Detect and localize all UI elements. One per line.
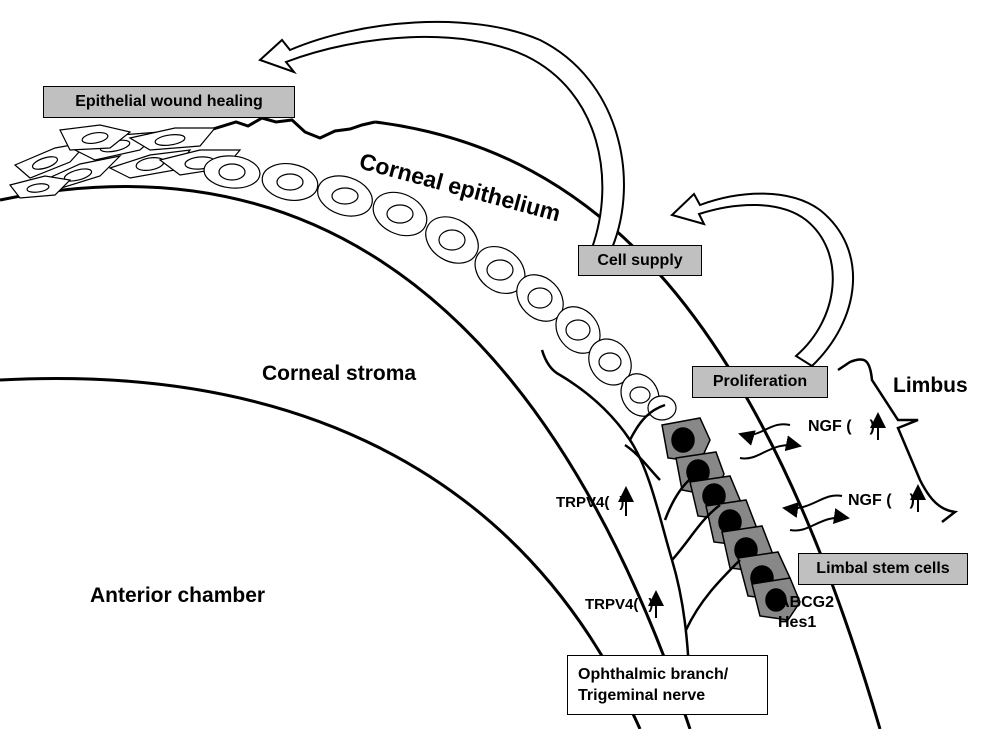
limbal-stem-cell-cluster <box>662 418 800 620</box>
ngf-label-2-text: NGF ( <box>848 492 892 509</box>
trpv4-label-1: TRPV4() <box>556 494 624 511</box>
proliferation-box: Proliferation <box>692 366 828 398</box>
limbus-label: Limbus <box>893 374 968 397</box>
ngf-label-1-close: ) <box>870 418 875 435</box>
trpv4-label-1-close: ) <box>619 494 624 511</box>
nerve-label-line1: Ophthalmic branch/ <box>578 664 728 685</box>
ngf-label-1: NGF () <box>808 418 875 436</box>
cell-supply-box: Cell supply <box>578 245 702 276</box>
abcg2-label: ABCG2 <box>778 594 834 612</box>
wound-edge <box>210 118 375 138</box>
ngf-label-2-close: ) <box>910 492 915 509</box>
anterior-chamber-label: Anterior chamber <box>90 584 265 607</box>
corneal-stroma-label: Corneal stroma <box>262 362 416 385</box>
trpv4-label-1-text: TRPV4( <box>556 494 609 511</box>
hes1-label: Hes1 <box>778 614 816 632</box>
limbal-stem-cells-box: Limbal stem cells <box>798 553 968 585</box>
ngf-label-1-text: NGF ( <box>808 418 852 435</box>
trpv4-label-2-text: TRPV4( <box>585 596 638 613</box>
trpv4-label-2-close: ) <box>648 596 653 613</box>
nerve-label-line2: Trigeminal nerve <box>578 685 705 706</box>
proliferation-to-supply-arrow <box>672 194 853 366</box>
epithelial-wound-healing-box: Epithelial wound healing <box>43 86 295 118</box>
trpv4-label-2: TRPV4() <box>585 596 653 613</box>
ngf-label-2: NGF () <box>848 492 915 510</box>
ophthalmic-nerve-box: Ophthalmic branch/ Trigeminal nerve <box>567 655 768 715</box>
ngf-signal-arrows-2 <box>784 495 848 530</box>
anterior-chamber-boundary <box>0 378 640 729</box>
